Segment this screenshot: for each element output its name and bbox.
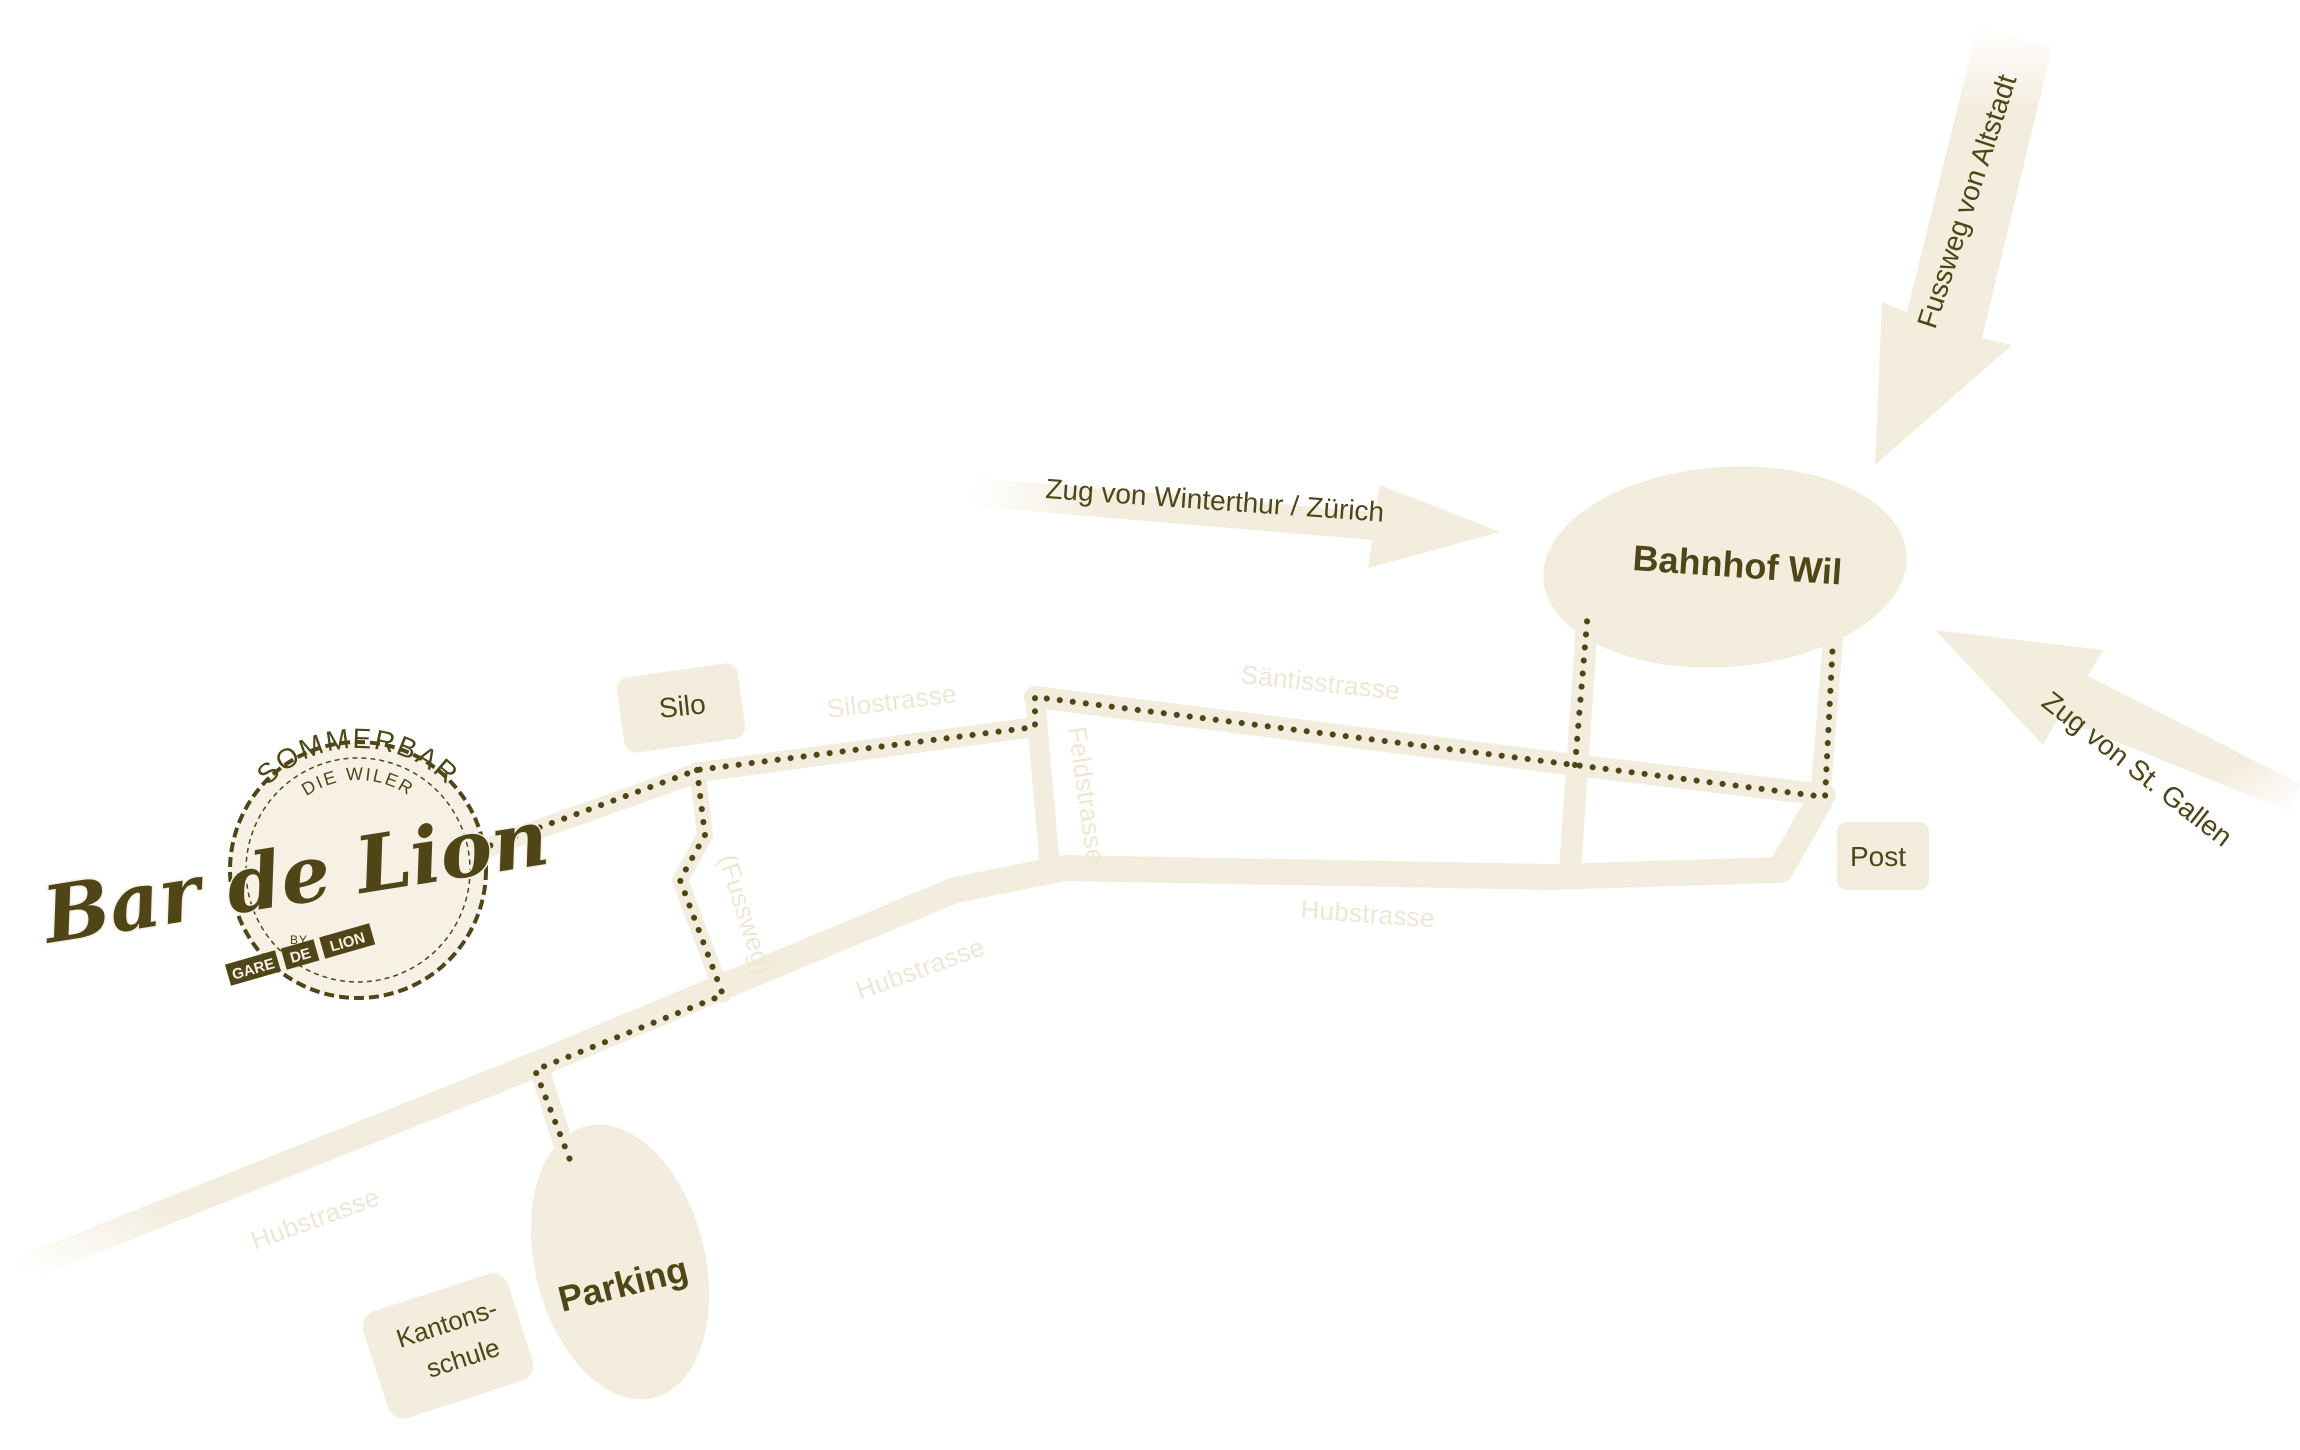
label-hubstrasse-east: Hubstrasse: [1300, 894, 1436, 933]
logo-gare-de-lion: GARE DE LION: [224, 923, 376, 986]
label-post: Post: [1850, 841, 1906, 872]
arrow-st-gallen: [1935, 630, 2300, 812]
bahnhof-wil-area[interactable]: [1536, 455, 1913, 680]
silostrasse-road: [470, 717, 1045, 860]
arrow-winterthur: [970, 478, 1500, 568]
parking-area[interactable]: [504, 1106, 737, 1419]
label-feldstrasse: Feldstrasse: [1062, 725, 1111, 866]
label-hubstrasse-mid: Hubstrasse: [852, 931, 989, 1005]
silo-box[interactable]: [615, 662, 746, 754]
post-box[interactable]: [1837, 822, 1929, 890]
hubstrasse-road: [7, 855, 1078, 1283]
kantonsschule-box[interactable]: [358, 1269, 537, 1422]
label-silo: Silo: [657, 688, 707, 724]
label-silostrasse: Silostrasse: [825, 678, 958, 724]
label-saentisstrasse: Säntisstrasse: [1239, 659, 1401, 706]
bar-de-lion-logo[interactable]: DIE WILER SOMMERBAR Bar de Lion BY GARE …: [34, 723, 556, 1000]
walking-route: [475, 607, 1836, 1168]
hubstrasse-east-road: [1052, 787, 1833, 890]
svg-text:DE: DE: [288, 945, 313, 967]
label-hubstrasse-west: Hubstrasse: [247, 1181, 384, 1255]
fussweg-path: [672, 762, 731, 1003]
label-fussweg: (Fussweg): [712, 851, 779, 978]
arrow-altstadt: [1875, 25, 2052, 465]
